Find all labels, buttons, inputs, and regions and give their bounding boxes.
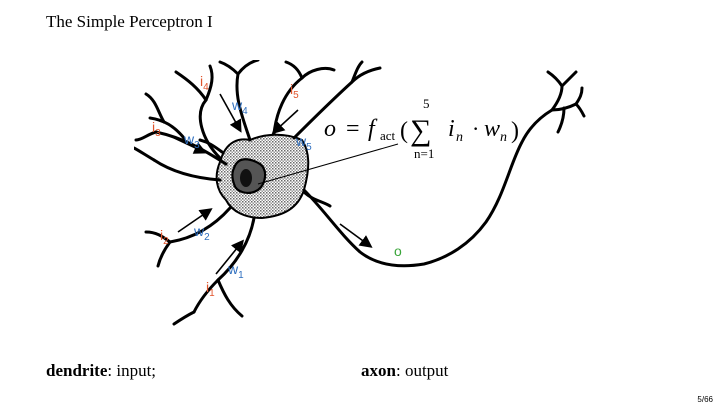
nucleolus: [240, 169, 252, 187]
arrow-i5: [271, 109, 299, 135]
caption-axon-desc: : output: [395, 361, 449, 380]
page-number: 5/66: [697, 395, 713, 404]
arrow-i1: [215, 239, 245, 275]
perceptron-neuron-figure: i1 i2 i3 i4 i5 w1 w2 w3 w4 w5 o o = f ac…: [134, 60, 586, 328]
svg-text:o: o: [324, 116, 336, 142]
formula-pointer: [257, 143, 399, 185]
weight-label-4: w4: [231, 97, 248, 117]
weight-label-5: w5: [295, 133, 312, 153]
activation-formula: o = f act ( 5 ∑ n=1 i n · w n ): [324, 96, 519, 161]
svg-text:=: =: [346, 116, 360, 142]
svg-text:5: 5: [423, 96, 430, 111]
arrow-output: [339, 223, 373, 248]
svg-text:i: i: [448, 116, 455, 142]
neuron-diagram: i1 i2 i3 i4 i5 w1 w2 w3 w4 w5 o o = f ac…: [134, 60, 586, 326]
input-arrows: [169, 93, 373, 275]
weight-label-1: w1: [227, 261, 244, 281]
input-labels: i1 i2 i3 i4 i5: [152, 73, 299, 299]
svg-text:·: ·: [472, 116, 479, 141]
svg-text:(: (: [400, 118, 408, 144]
svg-text:∑: ∑: [410, 114, 431, 147]
svg-text:n=1: n=1: [414, 146, 434, 161]
input-label-3: i3: [152, 119, 161, 139]
axon: [302, 70, 586, 268]
weight-labels: w1 w2 w3 w4 w5: [183, 97, 312, 281]
svg-text:): ): [511, 118, 519, 144]
svg-text:w: w: [484, 116, 500, 142]
weight-label-3: w3: [183, 131, 200, 151]
caption-axon-term: axon: [361, 361, 396, 380]
input-label-2: i2: [160, 227, 169, 247]
caption-dendrite-desc: : input;: [107, 361, 157, 380]
slide-title: The Simple Perceptron I: [46, 12, 213, 31]
caption-dendrite-term: dendrite: [46, 361, 108, 380]
svg-text:n: n: [500, 130, 507, 145]
caption-axon: axon: output: [361, 361, 448, 381]
arrow-i2: [177, 208, 213, 233]
svg-text:f: f: [368, 116, 378, 142]
arrow-i3: [169, 135, 207, 154]
input-label-5: i5: [290, 81, 299, 101]
weight-label-2: w2: [193, 223, 210, 243]
input-label-1: i1: [206, 279, 215, 299]
input-label-4: i4: [200, 73, 209, 93]
svg-text:n: n: [456, 130, 463, 145]
svg-text:act: act: [380, 128, 396, 143]
output-label: o: [394, 243, 402, 259]
arrow-i4: [219, 93, 242, 133]
caption-dendrite: dendrite: input;: [46, 361, 156, 381]
